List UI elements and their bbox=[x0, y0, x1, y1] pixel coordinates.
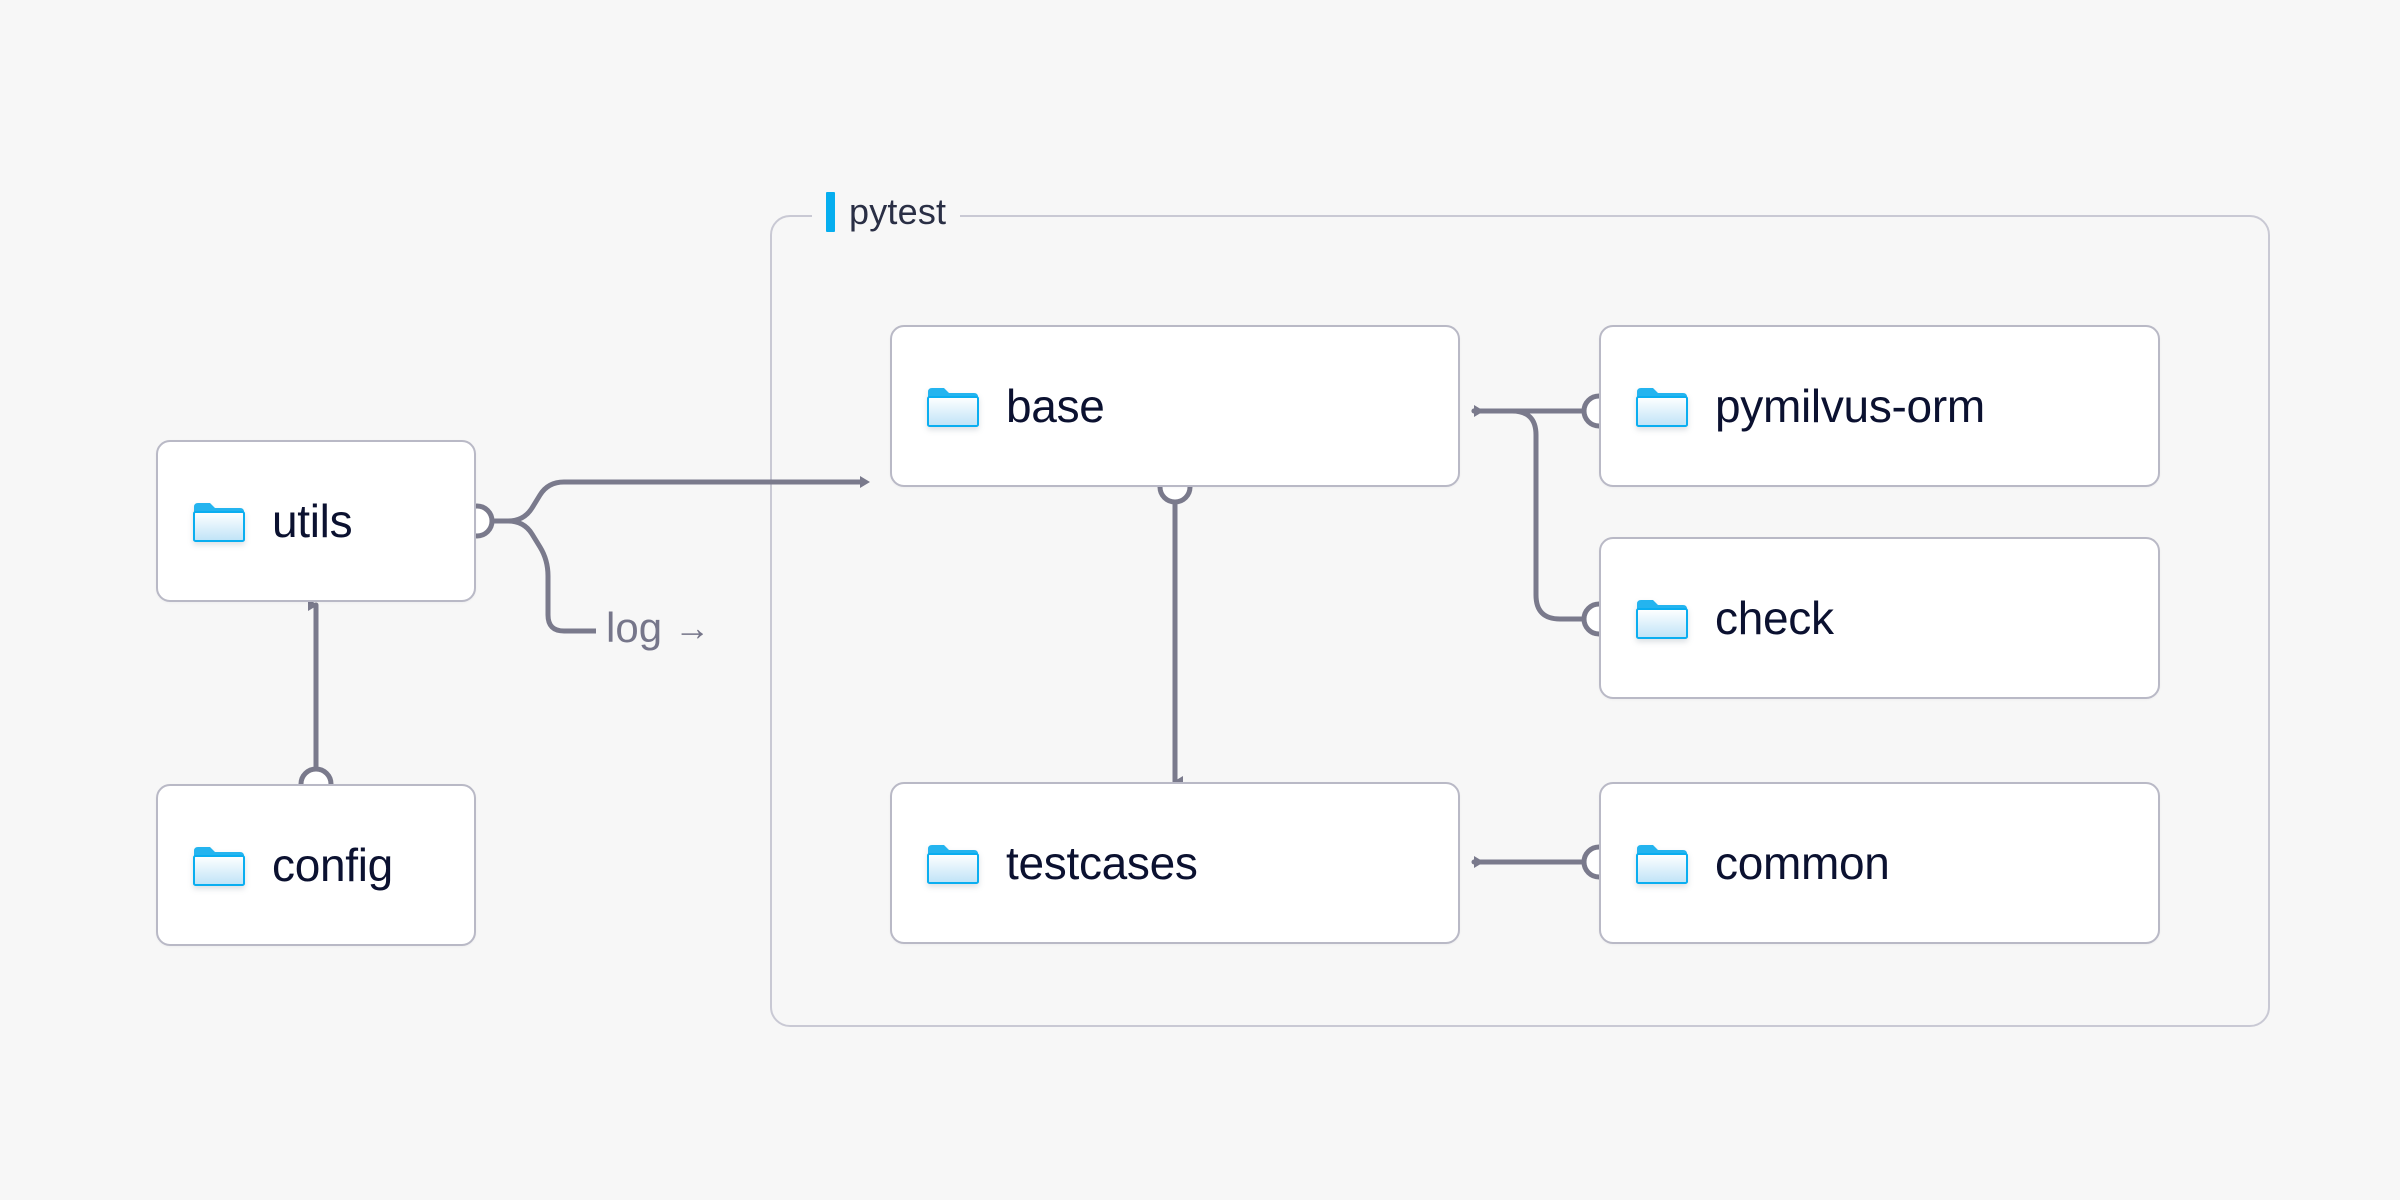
node-label: base bbox=[1006, 380, 1105, 432]
node-label: testcases bbox=[1006, 837, 1198, 889]
node-label: check bbox=[1715, 592, 1834, 644]
node-label: config bbox=[272, 839, 393, 891]
node-common[interactable]: common bbox=[1599, 782, 2160, 944]
node-label: common bbox=[1715, 837, 1890, 889]
node-pymilvus-orm[interactable]: pymilvus-orm bbox=[1599, 325, 2160, 487]
arrow-right-icon: → bbox=[674, 607, 711, 648]
folder-icon bbox=[1635, 384, 1689, 428]
group-pytest-label: pytest bbox=[812, 190, 961, 234]
folder-icon bbox=[192, 499, 246, 543]
edge-utils-log bbox=[474, 518, 611, 634]
group-pytest[interactable] bbox=[770, 215, 2270, 1027]
folder-icon bbox=[1635, 841, 1689, 885]
folder-icon bbox=[1635, 596, 1689, 640]
node-label: pymilvus-orm bbox=[1715, 380, 1985, 432]
node-config[interactable]: config bbox=[156, 784, 476, 946]
folder-icon bbox=[926, 384, 980, 428]
node-label: utils bbox=[272, 495, 353, 547]
edge-label-log: log → bbox=[596, 604, 721, 652]
node-check[interactable]: check bbox=[1599, 537, 2160, 699]
folder-icon bbox=[192, 843, 246, 887]
group-accent-bar bbox=[826, 192, 835, 232]
group-label-text: pytest bbox=[849, 191, 947, 232]
folder-icon bbox=[926, 841, 980, 885]
edge-label-log-text: log bbox=[606, 604, 663, 651]
node-testcases[interactable]: testcases bbox=[890, 782, 1460, 944]
node-base[interactable]: base bbox=[890, 325, 1460, 487]
node-utils[interactable]: utils bbox=[156, 440, 476, 602]
